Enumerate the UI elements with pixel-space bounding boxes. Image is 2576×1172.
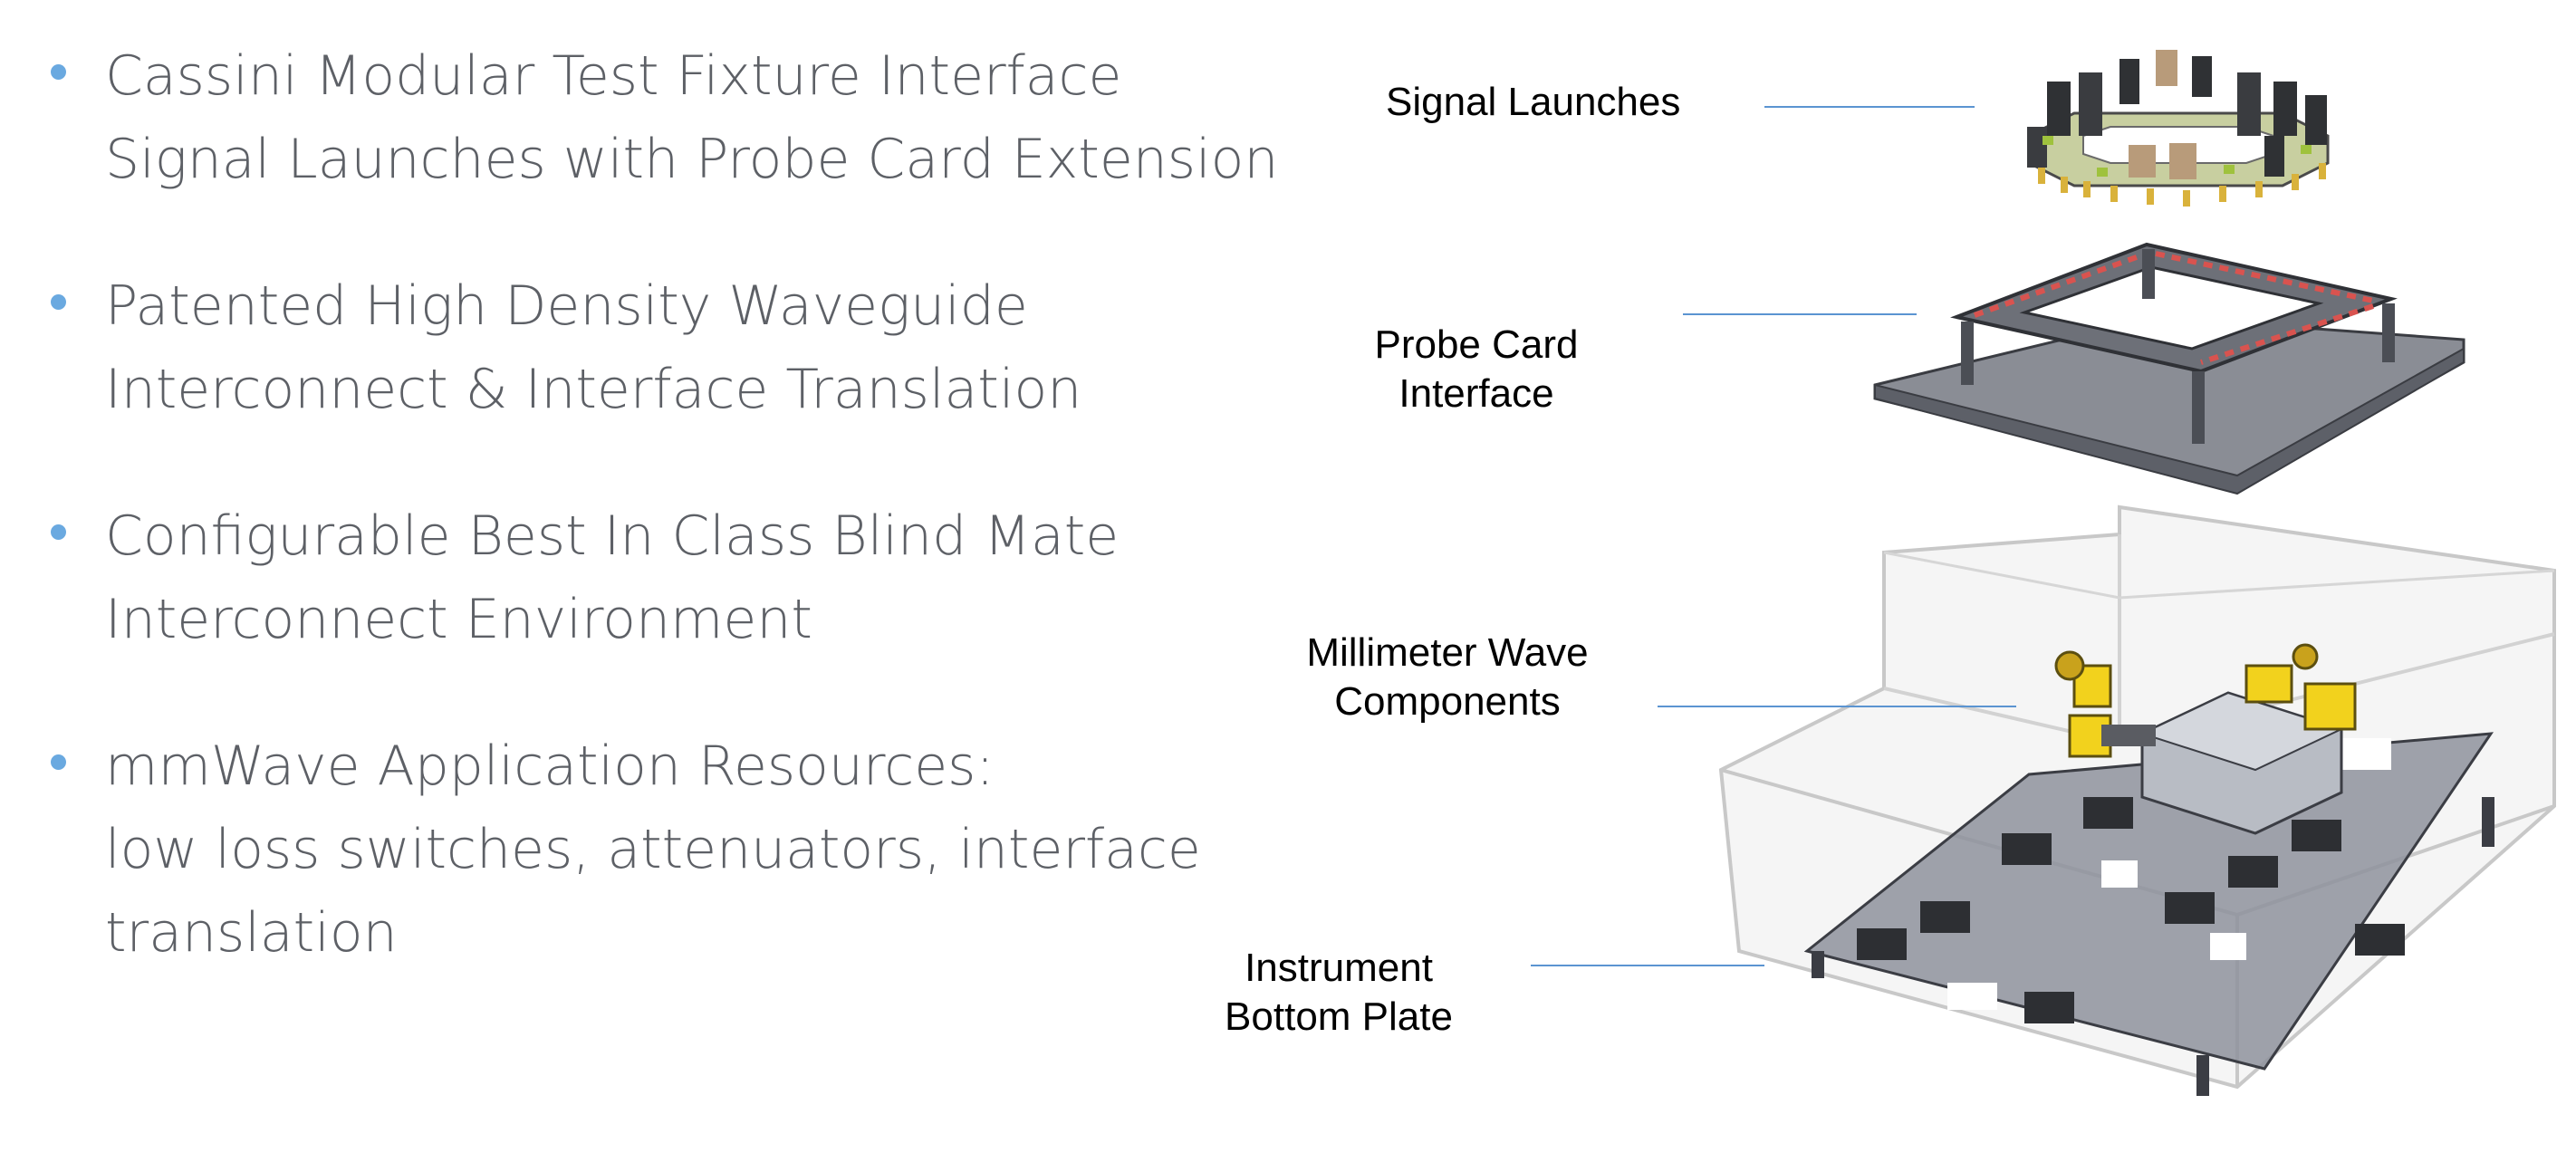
callout-text-line: Probe Card bbox=[1374, 322, 1579, 367]
leader-line-millimeter-wave-components bbox=[1658, 706, 2016, 707]
callout-text-line: Components bbox=[1334, 679, 1561, 724]
bullet-text-line: Signal Launches with Probe Card Extensio… bbox=[105, 128, 1279, 191]
bullet-text-line: low loss switches, attenuators, interfac… bbox=[105, 818, 1201, 881]
leader-line-probe-card-interface bbox=[1683, 313, 1917, 315]
bullet-item-mmwave: mmWave Application Resources: low loss s… bbox=[45, 725, 1331, 975]
bullet-text-line: translation bbox=[105, 901, 398, 965]
callout-instrument-bottom-plate: Instrument Bottom Plate bbox=[1203, 944, 1475, 1042]
bullet-text-line: Patented High Density Waveguide bbox=[105, 274, 1028, 338]
bullet-dot-icon bbox=[51, 294, 66, 310]
bullet-text-line: Interconnect Environment bbox=[105, 588, 812, 651]
bullet-item-waveguide: Patented High Density Waveguide Intercon… bbox=[45, 264, 1331, 431]
bullet-item-blind-mate: Configurable Best In Class Blind Mate In… bbox=[45, 495, 1331, 661]
leader-line-signal-launches bbox=[1764, 106, 1975, 108]
millimeter-wave-components bbox=[2054, 643, 2357, 758]
bullet-text-line: Cassini Modular Test Fixture Interface bbox=[105, 44, 1122, 108]
bullet-dot-icon bbox=[51, 754, 66, 770]
callout-text-line: Instrument bbox=[1245, 946, 1433, 990]
callout-text-line: Bottom Plate bbox=[1225, 994, 1453, 1039]
callout-text-line: Millimeter Wave bbox=[1306, 630, 1589, 675]
callout-signal-launches: Signal Launches bbox=[1386, 78, 1680, 127]
bullet-text-line: Interconnect & Interface Translation bbox=[105, 358, 1082, 421]
signal-launches-module bbox=[2027, 50, 2330, 207]
bullet-dot-icon bbox=[51, 64, 66, 80]
bullet-list: Cassini Modular Test Fixture Interface S… bbox=[45, 34, 1331, 1038]
callout-text-line: Interface bbox=[1399, 371, 1554, 416]
instrument-frame-assembly bbox=[1718, 504, 2556, 1096]
callout-text-line: Signal Launches bbox=[1386, 80, 1681, 124]
callout-millimeter-wave-components: Millimeter Wave Components bbox=[1284, 629, 1610, 726]
bullet-dot-icon bbox=[51, 524, 66, 540]
bullet-item-fixture: Cassini Modular Test Fixture Interface S… bbox=[45, 34, 1331, 201]
leader-line-instrument-bottom-plate bbox=[1531, 965, 1764, 966]
bullet-text-line: mmWave Application Resources: bbox=[105, 735, 995, 798]
probe-card-interface bbox=[1873, 242, 2465, 495]
bullet-text-line: Configurable Best In Class Blind Mate bbox=[105, 504, 1120, 568]
callout-probe-card-interface: Probe Card Interface bbox=[1359, 321, 1594, 418]
